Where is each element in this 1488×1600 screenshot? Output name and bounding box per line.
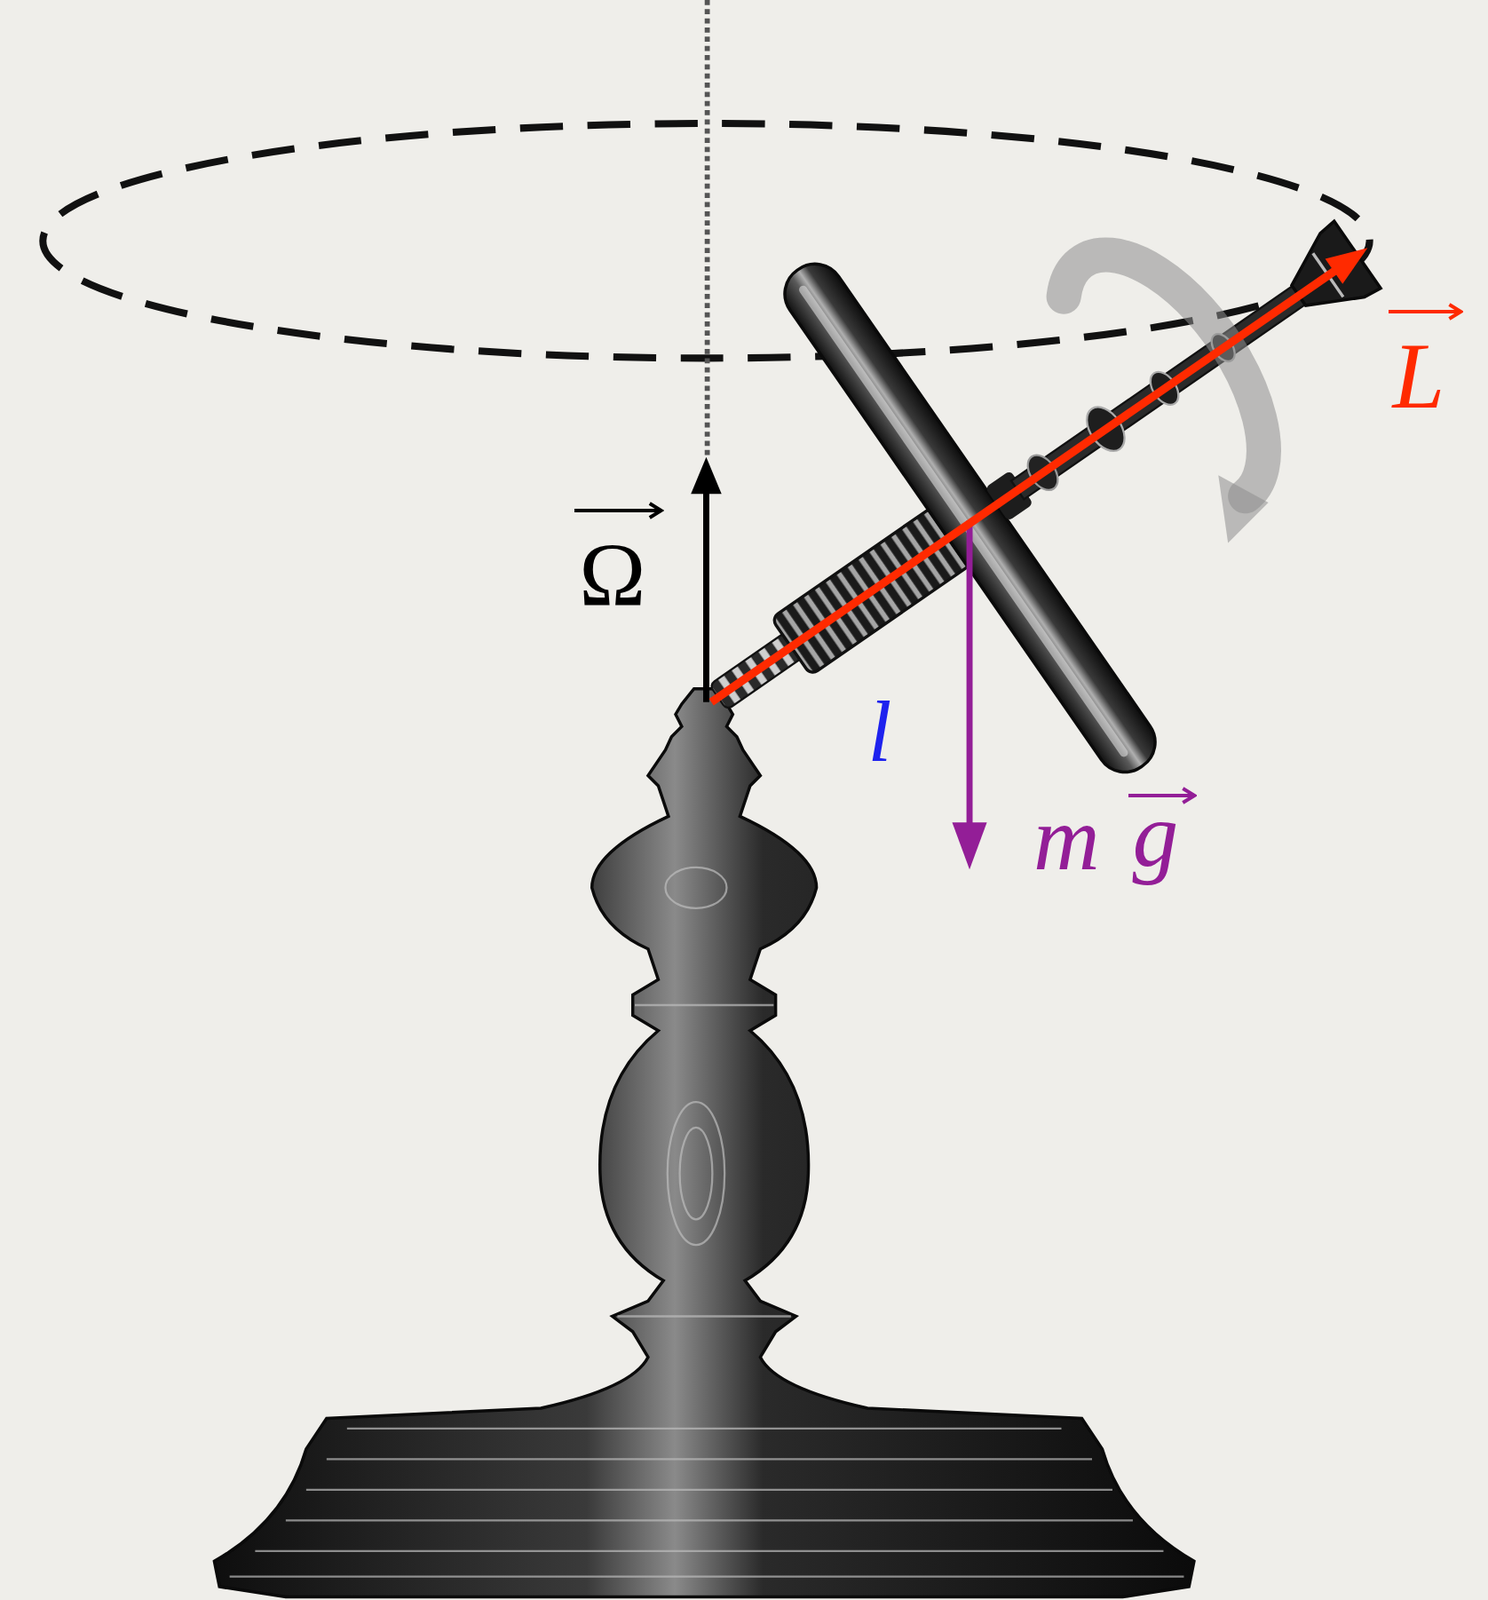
vertical-axis xyxy=(704,0,711,460)
vector-label: g xyxy=(1131,789,1179,881)
weight-arrow xyxy=(966,520,974,829)
pedestal-shading xyxy=(229,867,1185,1577)
vector-label: L xyxy=(1392,329,1445,424)
weight-arrowhead xyxy=(952,822,988,870)
vector-label: l xyxy=(867,689,892,776)
gyroscope xyxy=(543,2,1488,942)
angular-velocity-arrowhead xyxy=(690,457,721,494)
vector-arrow-head xyxy=(649,503,662,518)
angular-velocity-arrow xyxy=(703,487,710,702)
pedestal xyxy=(213,688,1195,1598)
vector-arrow xyxy=(572,499,665,522)
vector-arrow xyxy=(1386,300,1464,323)
vector-arrow-head xyxy=(1182,788,1195,803)
vector-label: Ω xyxy=(578,530,646,621)
vector-arrow-shaft xyxy=(1388,309,1458,314)
angular-momentum-arrow xyxy=(711,269,1338,702)
angular-momentum-arrowhead xyxy=(1325,247,1369,285)
vector-arrow-shaft xyxy=(574,508,659,513)
vector-label: m xyxy=(1033,792,1101,885)
vector-arrow-head xyxy=(1448,304,1461,319)
